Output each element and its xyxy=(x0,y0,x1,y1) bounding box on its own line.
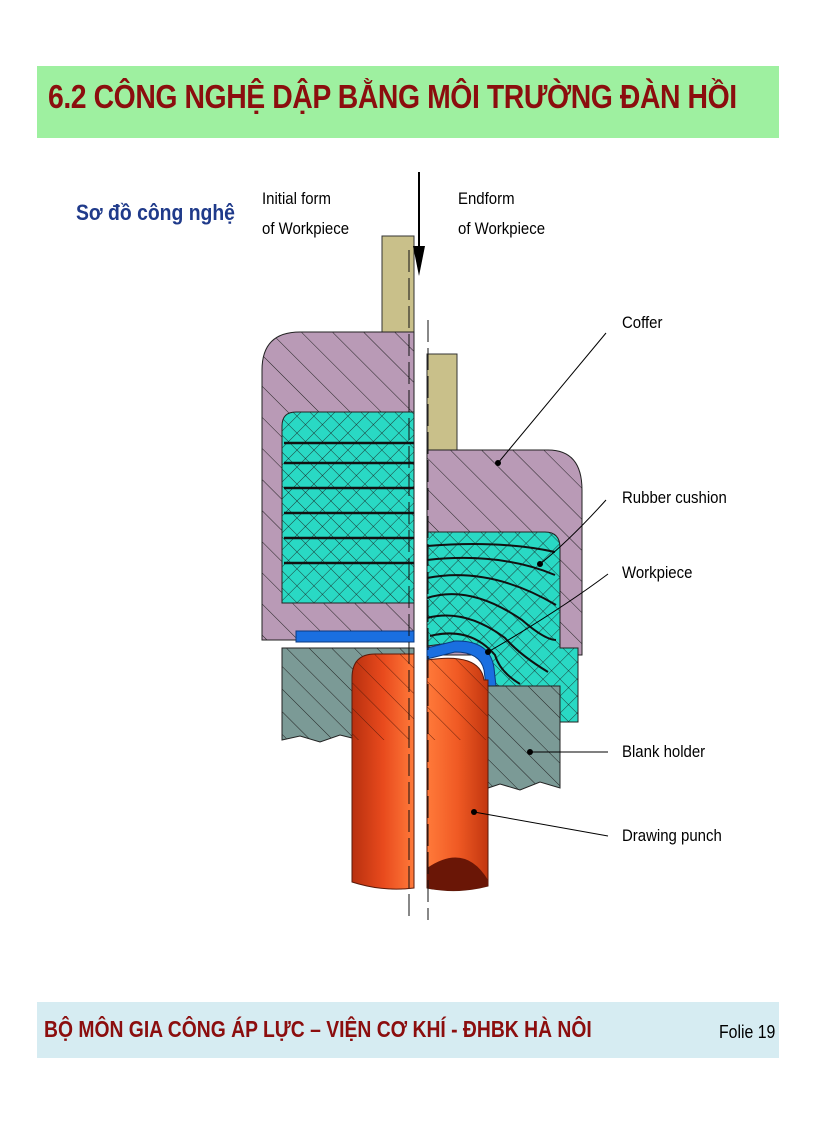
label-workpiece: Workpiece xyxy=(622,563,693,582)
ram-stem-right xyxy=(426,353,458,453)
slide-title: 6.2 CÔNG NGHỆ DẬP BẰNG MÔI TRƯỜNG ĐÀN HỒ… xyxy=(48,78,737,115)
blank-holder-right xyxy=(487,685,561,791)
end-form-label-line1: Endform xyxy=(458,189,515,208)
punch-bottom-shade xyxy=(427,857,488,891)
rubber-cushion-left xyxy=(281,411,415,604)
slide-number: Folie 19 xyxy=(719,1022,776,1042)
left-half-initial xyxy=(261,235,415,890)
footer-text: BỘ MÔN GIA CÔNG ÁP LỰC – VIỆN CƠ KHÍ - Đ… xyxy=(44,1016,592,1042)
centre-axis xyxy=(408,170,429,930)
end-form-label-line2: of Workpiece xyxy=(458,219,546,238)
label-coffer: Coffer xyxy=(622,313,663,332)
label-blank-holder: Blank holder xyxy=(622,742,706,761)
rubber-layers-left xyxy=(284,441,414,565)
initial-form-label-line1: Initial form xyxy=(262,189,332,208)
punch-hatch-left xyxy=(352,654,414,740)
rubber-layers-right xyxy=(426,543,557,685)
diagram-subtitle: Sơ đồ công nghệ xyxy=(76,200,235,225)
label-rubber-cushion: Rubber cushion xyxy=(622,488,727,507)
title-bar xyxy=(37,66,779,138)
initial-form-label-line2: of Workpiece xyxy=(262,219,350,238)
footer-bar xyxy=(37,1002,779,1058)
workpiece-flat-left xyxy=(295,630,415,643)
press-direction-arrow xyxy=(413,172,425,276)
punch-hatch-right xyxy=(427,658,488,740)
leader-lines xyxy=(473,332,609,837)
leader-dots xyxy=(471,460,543,815)
right-half-endform xyxy=(426,353,583,892)
label-drawing-punch: Drawing punch xyxy=(622,826,722,845)
